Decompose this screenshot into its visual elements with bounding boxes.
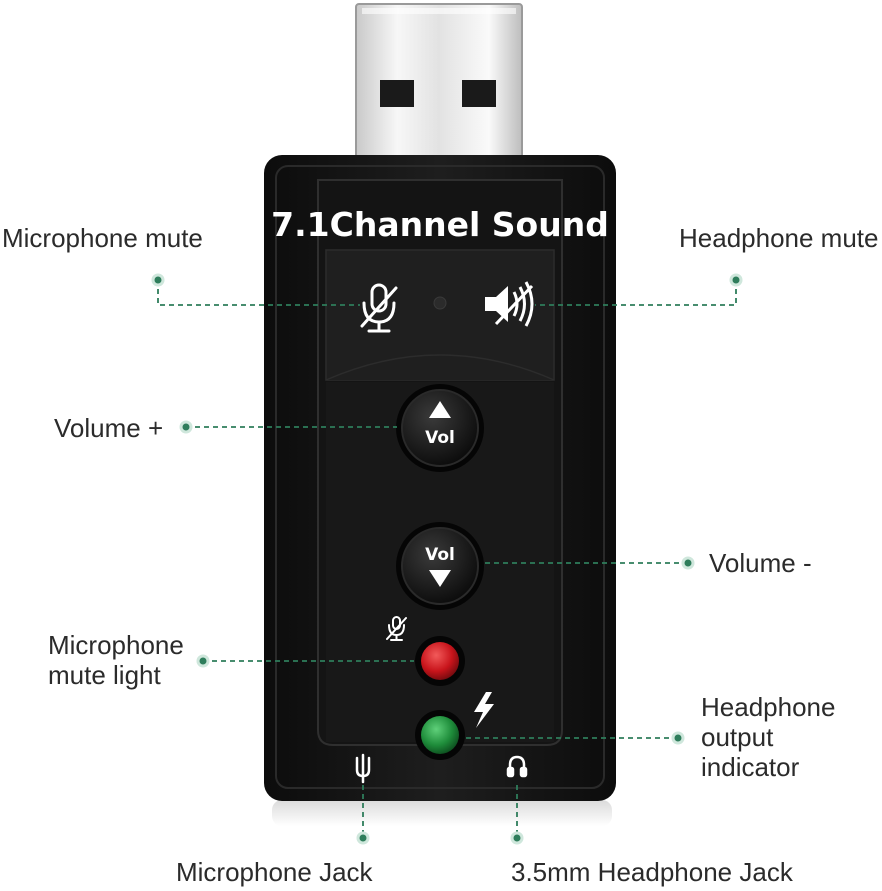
dot-mic-mute bbox=[151, 273, 165, 287]
up-triangle-icon bbox=[429, 401, 451, 418]
callout-dots bbox=[151, 273, 743, 845]
headphone-output-led bbox=[415, 710, 465, 760]
headphone-jack-icon bbox=[506, 755, 528, 778]
label-mic-mute-light-line2: mute light bbox=[48, 660, 161, 690]
callout-lines bbox=[157, 280, 737, 836]
label-headphone-mute: Headphone mute bbox=[679, 223, 879, 253]
label-microphone-jack: Microphone Jack bbox=[176, 857, 373, 887]
dot-volume-minus bbox=[681, 556, 695, 570]
dot-headphone-jack bbox=[510, 831, 524, 845]
dot-volume-plus bbox=[179, 420, 193, 434]
label-headphone-jack: 3.5mm Headphone Jack bbox=[511, 857, 793, 887]
small-mic-mute-icon bbox=[386, 616, 407, 641]
lightning-icon bbox=[474, 692, 494, 728]
volume-up-button[interactable]: Vol bbox=[396, 384, 484, 472]
usb-plug-icon bbox=[355, 3, 523, 175]
label-microphone-mute: Microphone mute bbox=[2, 223, 203, 253]
vol-up-text: Vol bbox=[425, 428, 455, 448]
mic-mute-icon bbox=[360, 283, 398, 333]
pinhole bbox=[433, 296, 447, 310]
dot-headphone-mute bbox=[729, 273, 743, 287]
label-headphone-output-line1: Headphone bbox=[701, 692, 836, 722]
device-title: 7.1Channel Sound bbox=[271, 205, 609, 244]
label-volume-plus: Volume + bbox=[54, 413, 164, 443]
label-mic-mute-light-line1: Microphone bbox=[48, 630, 184, 660]
mic-jack-icon bbox=[355, 753, 371, 784]
device-shadow bbox=[272, 800, 612, 826]
label-headphone-output-indicator: Headphone output indicator bbox=[701, 692, 835, 782]
speaker-mute-icon bbox=[485, 281, 534, 327]
device-body bbox=[264, 155, 616, 801]
dot-headphone-output bbox=[671, 731, 685, 745]
microphone-mute-led bbox=[415, 636, 465, 686]
label-microphone-mute-light: Microphone mute light bbox=[48, 630, 184, 690]
volume-down-button[interactable]: Vol bbox=[396, 522, 484, 610]
dot-mic-mute-light bbox=[196, 654, 210, 668]
label-headphone-output-line2: output bbox=[701, 722, 774, 752]
down-triangle-icon bbox=[429, 570, 451, 587]
label-volume-minus: Volume - bbox=[709, 548, 812, 578]
label-headphone-output-line3: indicator bbox=[701, 752, 800, 782]
vol-down-text: Vol bbox=[425, 545, 455, 565]
dot-mic-jack bbox=[356, 831, 370, 845]
